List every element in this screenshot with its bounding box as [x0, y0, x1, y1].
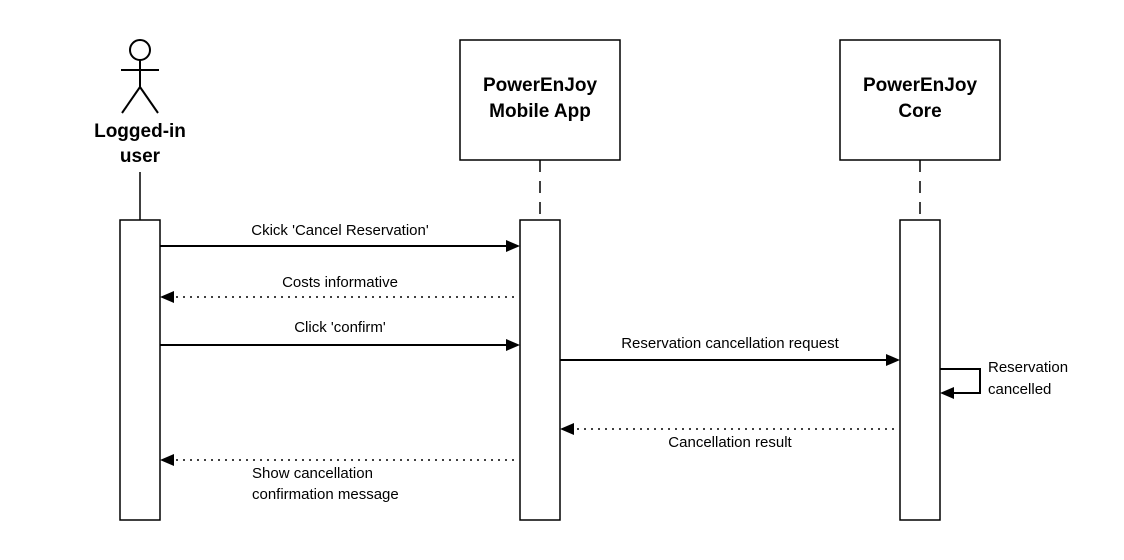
message-reservation-cancelled: Reservation cancelled [940, 359, 1068, 399]
arrow-head [940, 387, 954, 399]
actor-logged-in-user: Logged-in user [94, 39, 186, 167]
actor-leg-right [139, 86, 159, 114]
message-label-line1: Reservation [988, 359, 1068, 376]
actor-leg-left [121, 86, 141, 114]
message-show-confirmation: Show cancellation confirmation message [160, 454, 514, 503]
user-activation-bar [119, 219, 161, 521]
participant-mobile-app: PowerEnJoy Mobile App [459, 39, 621, 161]
message-label-line1: Show cancellation [252, 465, 373, 482]
actor-label-line1: Logged-in [94, 121, 186, 142]
message-label-line2: cancelled [988, 381, 1051, 398]
message-click-confirm: Click 'confirm' [160, 319, 520, 351]
arrow-head [886, 354, 900, 366]
message-costs-informative: Costs informative [160, 274, 514, 303]
participant-label-line2: Mobile App [489, 101, 591, 122]
message-cancellation-result: Cancellation result [560, 423, 894, 451]
arrow-head [160, 454, 174, 466]
message-label: Click 'confirm' [294, 319, 386, 336]
participant-label-line1: PowerEnJoy [863, 75, 977, 96]
message-label: Ckick 'Cancel Reservation' [251, 222, 429, 239]
self-message-arrow [940, 368, 981, 394]
core-activation-bar [899, 219, 941, 521]
participant-core: PowerEnJoy Core [839, 39, 1001, 161]
participant-box [839, 39, 1001, 161]
message-label: Cancellation result [668, 434, 792, 451]
message-label-line2: confirmation message [252, 486, 399, 503]
participant-box [459, 39, 621, 161]
participant-label-line2: Core [898, 101, 941, 122]
arrow-head [160, 291, 174, 303]
participant-label-line1: PowerEnJoy [483, 75, 597, 96]
arrow-head [560, 423, 574, 435]
message-label: Reservation cancellation request [621, 335, 839, 352]
message-cancellation-request: Reservation cancellation request [560, 335, 900, 366]
arrow-head [506, 339, 520, 351]
actor-label-line2: user [120, 146, 161, 167]
actor-head [129, 39, 151, 61]
message-label: Costs informative [282, 274, 398, 291]
arrow-head [506, 240, 520, 252]
app-activation-bar [519, 219, 561, 521]
message-cancel-reservation: Ckick 'Cancel Reservation' [160, 222, 520, 252]
